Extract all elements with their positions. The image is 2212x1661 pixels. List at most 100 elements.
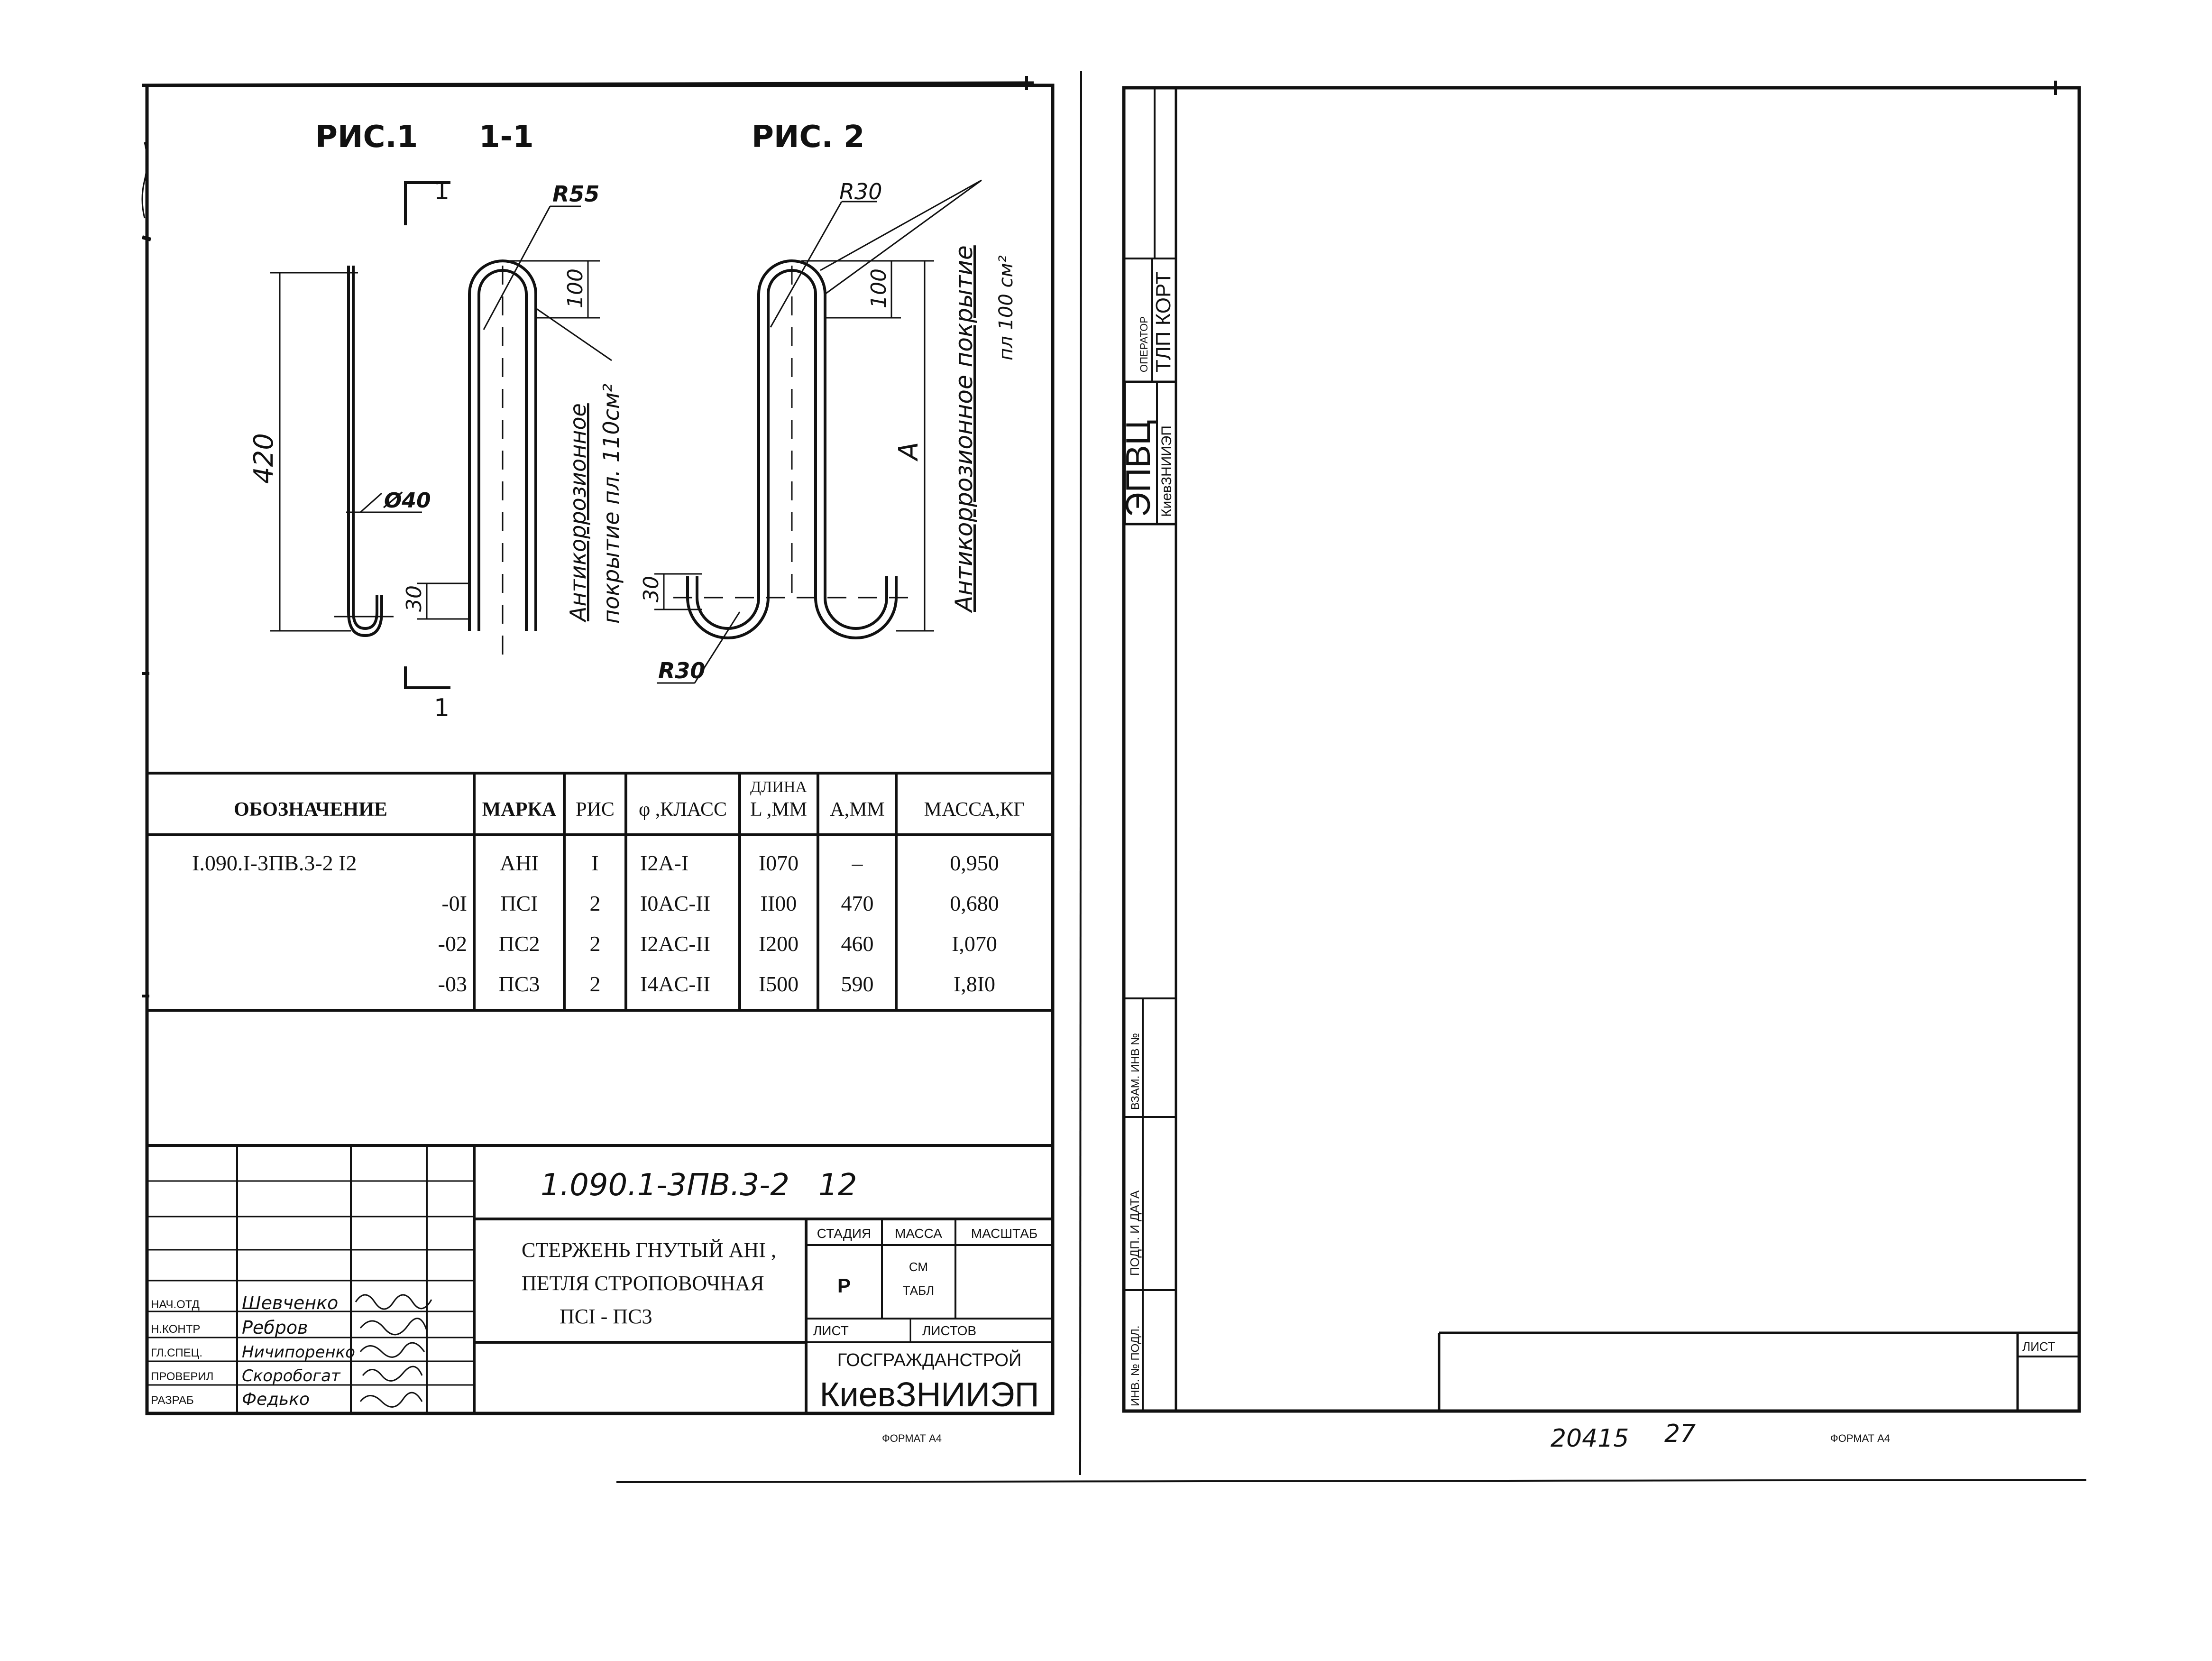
signature-name: Ребров bbox=[242, 1317, 308, 1338]
scale-label: МАСШТАБ bbox=[971, 1226, 1038, 1241]
left-sheet-frame bbox=[145, 83, 1055, 1415]
cell-mark: ПСI bbox=[500, 891, 538, 915]
drawing-name-line-3: ПСI - ПС3 bbox=[560, 1305, 652, 1328]
cell-designation: -0I bbox=[441, 891, 467, 915]
figure-2-title: РИС. 2 bbox=[752, 120, 865, 155]
section-label: 1-1 bbox=[479, 120, 534, 155]
cell-figure: 2 bbox=[590, 891, 601, 915]
side-label-original-inv: ИНВ. № ПОДЛ. bbox=[1129, 1326, 1142, 1406]
figure-2-drawing bbox=[654, 179, 982, 684]
left-sheet bbox=[142, 81, 1055, 1415]
figure-1-title: РИС.1 bbox=[315, 120, 418, 155]
signature-role: Н.КОНТР bbox=[151, 1323, 200, 1336]
left-format-label: ФОРМАТ А4 bbox=[882, 1432, 942, 1444]
fig2-coating-note-1: Антикоррозионное покрытие bbox=[950, 245, 978, 613]
drawing-name-line-1: СТЕРЖЕНЬ ГНУТЫЙ АНI , bbox=[522, 1238, 776, 1262]
right-sheet-frame bbox=[1122, 86, 2081, 1413]
figure-1-drawing bbox=[270, 181, 612, 689]
right-sheet bbox=[1122, 86, 2081, 1413]
stamp-sub: КиевЗНИИЭП bbox=[1159, 425, 1175, 517]
side-label-sign-date: ПОДП. И ДАТА bbox=[1128, 1190, 1142, 1276]
fig1-dimension-30: 30 bbox=[402, 585, 426, 612]
operator-label: ОПЕРАТОР bbox=[1138, 316, 1150, 372]
archive-number: 20415 bbox=[1551, 1424, 1629, 1453]
cell-length: I200 bbox=[759, 932, 799, 956]
table-row: -0I ПСI 2 I0AC-II II00 470 0,680 bbox=[441, 891, 999, 915]
page-number: 27 bbox=[1664, 1420, 1696, 1448]
spec-table: ОБОЗНАЧЕНИЕ МАРКА РИС φ ,КЛАСС ДЛИНА L ,… bbox=[192, 778, 1025, 996]
table-row: -02 ПС2 2 I2AC-II I200 460 I,070 bbox=[438, 932, 997, 956]
signature-scribble bbox=[355, 1294, 432, 1310]
right-sheet-texts: ЭПВЦ КиевЗНИИЭП ОПЕРАТОР ТЛП КОРТ ВЗАМ. … bbox=[1120, 272, 2056, 1453]
bottom-rule bbox=[616, 1479, 2087, 1483]
col-header-mark: МАРКА bbox=[482, 799, 557, 821]
signature-role: ГЛ.СПЕЦ. bbox=[151, 1347, 202, 1359]
cell-designation: -02 bbox=[438, 932, 467, 956]
signature-name: Федько bbox=[242, 1390, 310, 1409]
cell-a: 460 bbox=[841, 932, 874, 956]
sheet-divider bbox=[1079, 71, 1082, 1476]
signature-scribble bbox=[362, 1366, 423, 1382]
col-header-figure: РИС bbox=[576, 799, 615, 821]
cell-mass: I,070 bbox=[952, 932, 997, 956]
right-format-label: ФОРМАТ А4 bbox=[1830, 1432, 1890, 1444]
cell-a: 470 bbox=[841, 891, 874, 915]
fig2-coating-note-2: пл 100 см² bbox=[995, 255, 1017, 360]
signature-name: Ничипоренко bbox=[242, 1343, 355, 1362]
spec-table-frame bbox=[147, 772, 1053, 1012]
signature-row: Н.КОНТР Ребров bbox=[151, 1317, 428, 1338]
table-row: I.090.I-3ПВ.3-2 I2 АНI I I2A-I I070 – 0,… bbox=[192, 851, 999, 875]
signature-row: НАЧ.ОТД Шевченко bbox=[151, 1292, 432, 1313]
cell-length: I070 bbox=[759, 851, 799, 875]
organization-name: КиевЗНИИЭП bbox=[820, 1376, 1039, 1414]
document-code: 1.090.1-3ПВ.3-2 12 bbox=[541, 1168, 857, 1203]
organization-top: ГОСГРАЖДАНСТРОЙ bbox=[837, 1349, 1022, 1370]
scan-marks bbox=[141, 76, 2057, 997]
mass-value-1: СМ bbox=[909, 1260, 928, 1274]
fig2-radius-30-top: R30 bbox=[839, 179, 882, 204]
section-mark-top: 1 bbox=[434, 177, 450, 205]
signature-name: Шевченко bbox=[242, 1292, 338, 1313]
left-sheet-texts: РИС.1 1-1 РИС. 2 1 1 420 Ø40 30 R55 100 … bbox=[248, 120, 1017, 722]
signature-name: Скоробогат bbox=[242, 1366, 341, 1385]
title-block: 1.090.1-3ПВ.3-2 12 СТЕРЖЕНЬ ГНУТЫЙ АНI ,… bbox=[151, 1168, 1039, 1444]
fig2-dimension-A: А bbox=[893, 442, 924, 461]
fig2-radius-30-bottom: R30 bbox=[658, 658, 705, 683]
cell-figure: 2 bbox=[590, 932, 601, 956]
title-block-frame bbox=[147, 1144, 1053, 1413]
dimension-420: 420 bbox=[248, 433, 279, 484]
fig2-dimension-100: 100 bbox=[867, 268, 891, 308]
fig2-dimension-30: 30 bbox=[639, 576, 663, 602]
signature-role: ПРОВЕРИЛ bbox=[151, 1370, 213, 1383]
col-header-length-top: ДЛИНА bbox=[750, 778, 807, 796]
col-header-length-bottom: L ,ММ bbox=[750, 799, 807, 821]
signature-scribble bbox=[359, 1342, 425, 1358]
right-sheet-label: ЛИСТ bbox=[2022, 1339, 2056, 1354]
stamp-main: ЭПВЦ bbox=[1120, 420, 1157, 517]
cell-figure: 2 bbox=[590, 972, 601, 996]
side-label-replace-inv: ВЗАМ. ИНВ № bbox=[1129, 1033, 1142, 1110]
cell-class: I0AC-II bbox=[640, 891, 710, 915]
col-header-designation: ОБОЗНАЧЕНИЕ bbox=[234, 799, 387, 821]
signature-role: РАЗРАБ bbox=[151, 1394, 194, 1407]
signature-row: ГЛ.СПЕЦ. Ничипоренко bbox=[151, 1342, 425, 1362]
cell-mark: ПС3 bbox=[499, 972, 540, 996]
cell-class: I2A-I bbox=[640, 851, 688, 875]
fig1-dimension-100: 100 bbox=[563, 268, 587, 308]
signature-row: ПРОВЕРИЛ Скоробогат bbox=[151, 1366, 423, 1385]
cell-mass: I,8I0 bbox=[954, 972, 995, 996]
cell-designation: -03 bbox=[438, 972, 467, 996]
cell-mark: ПС2 bbox=[499, 932, 540, 956]
cell-length: I500 bbox=[759, 972, 799, 996]
drawing-name-line-2: ПЕТЛЯ СТРОПОВОЧНАЯ bbox=[522, 1272, 764, 1295]
cell-a: – bbox=[852, 851, 863, 875]
cell-designation: I.090.I-3ПВ.3-2 I2 bbox=[192, 851, 357, 875]
col-header-mass: МАССА,КГ bbox=[924, 799, 1025, 821]
signature-scribble bbox=[359, 1318, 428, 1336]
signature-scribble bbox=[359, 1392, 423, 1408]
cell-class: I2AC-II bbox=[640, 932, 710, 956]
section-mark-bottom: 1 bbox=[434, 694, 450, 722]
mass-value-2: ТАБЛ bbox=[903, 1283, 935, 1298]
signature-role: НАЧ.ОТД bbox=[151, 1298, 200, 1311]
cell-class: I4AC-II bbox=[640, 972, 710, 996]
